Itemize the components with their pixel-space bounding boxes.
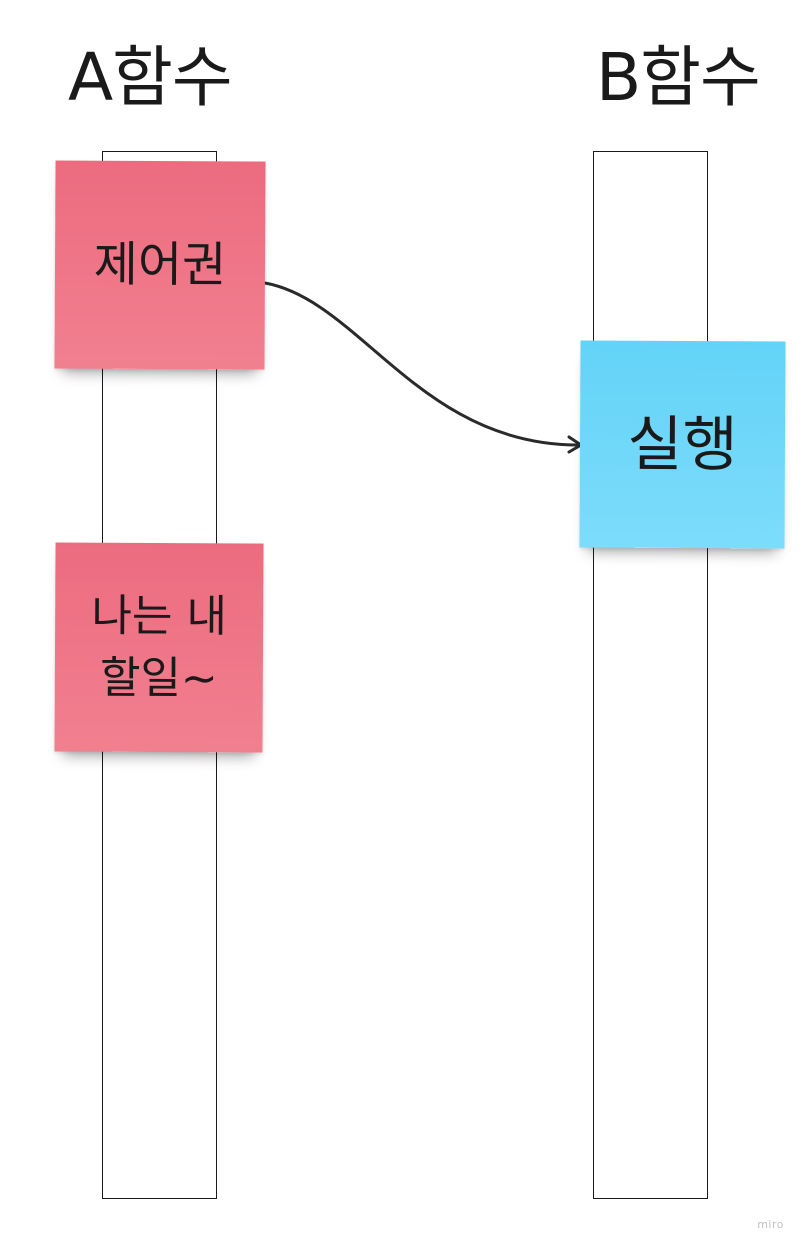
sticky-note-my-work[interactable]: 나는 내 할일~	[54, 542, 264, 753]
sticky-note-text: 제어권	[93, 236, 227, 294]
sticky-note-text: 나는 내 할일~	[91, 590, 228, 704]
sticky-note-execute[interactable]: 실행	[579, 340, 786, 549]
column-title-b: B함수	[596, 39, 761, 116]
column-title-a: A함수	[68, 39, 233, 116]
lane-b-function[interactable]	[593, 151, 708, 1199]
sticky-note-control[interactable]: 제어권	[54, 160, 266, 370]
miro-watermark: miro	[757, 1218, 784, 1231]
sticky-note-text: 실행	[627, 409, 738, 480]
connector-line[interactable]	[263, 281, 580, 447]
